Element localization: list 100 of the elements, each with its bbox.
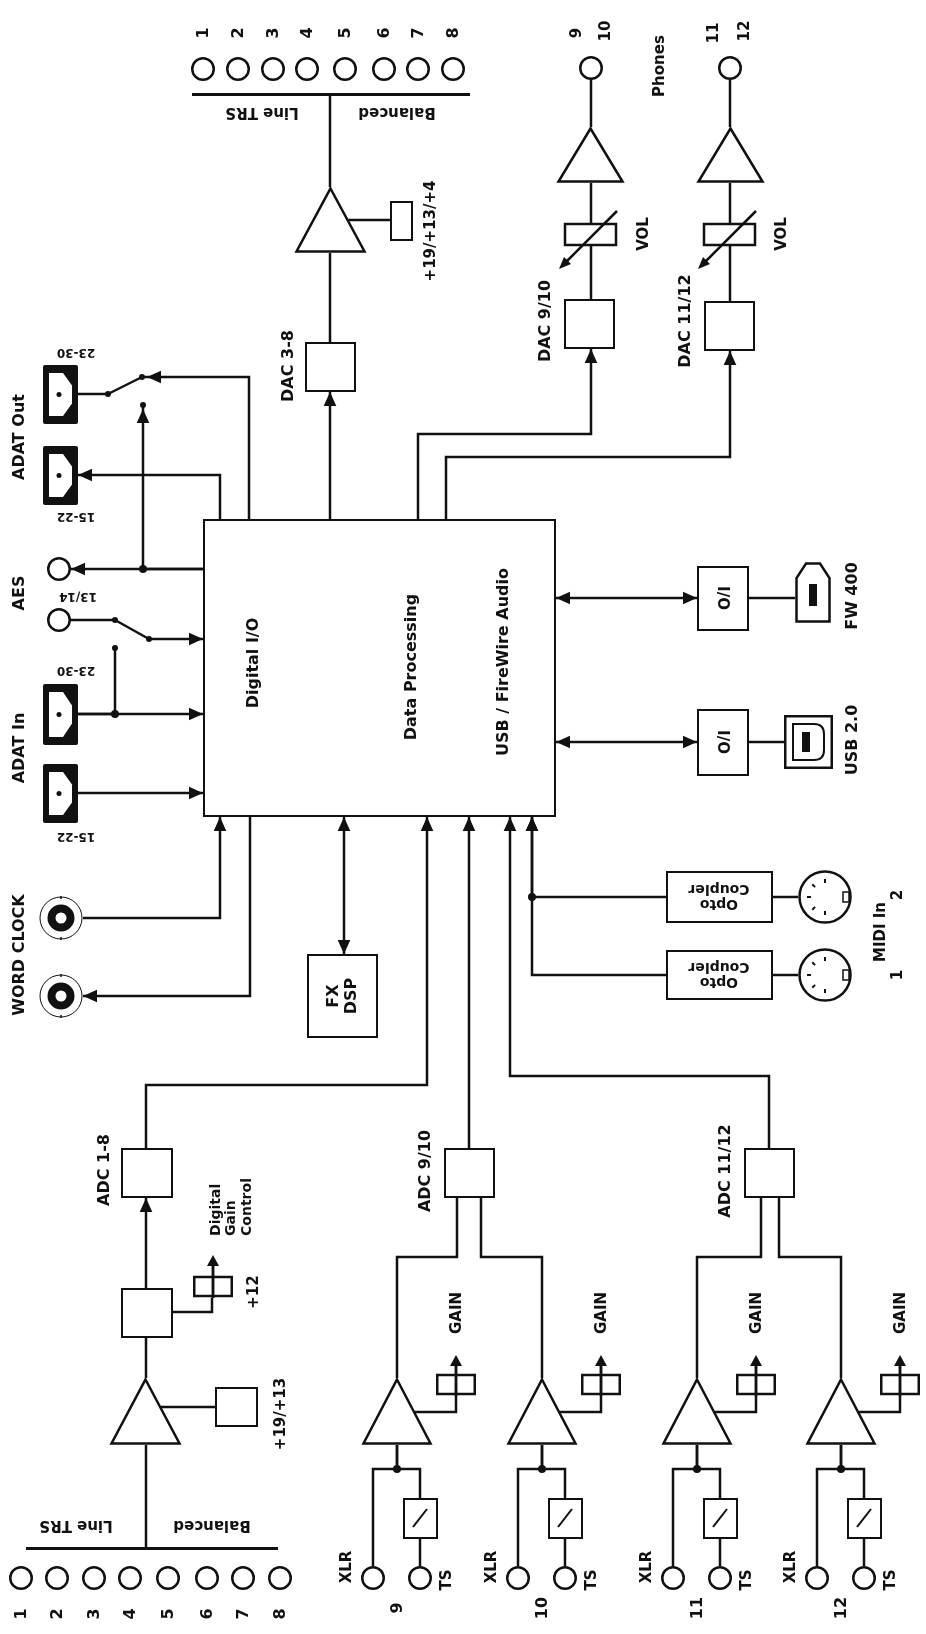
switch-symbol	[111, 615, 154, 653]
interface-box	[697, 566, 749, 631]
signal-arrow	[144, 817, 434, 1148]
channel-number: 9	[388, 1602, 406, 1614]
gain-box	[390, 201, 413, 241]
gain-control-icon	[581, 1355, 621, 1396]
block-label: I/O	[714, 729, 731, 754]
channel-number: 3	[264, 27, 282, 39]
block-label: ADC 9/10	[416, 1129, 434, 1213]
pad-box	[548, 1498, 583, 1539]
channel-range: 23-30	[56, 345, 96, 359]
channel-number: 4	[298, 27, 316, 39]
channel-number: 8	[444, 27, 462, 39]
jack-circle	[226, 57, 250, 81]
connector-label: XLR	[637, 1550, 655, 1584]
block-label: Opto Coupler	[687, 959, 750, 990]
channel-number: 11	[688, 1596, 706, 1620]
amplifier-triangle	[110, 1378, 181, 1445]
signal-line	[718, 1539, 722, 1566]
signal-line	[749, 596, 795, 600]
switch-symbol	[104, 372, 147, 409]
block-label: Opto Coupler	[687, 881, 750, 912]
amplifier-triangle	[507, 1378, 577, 1445]
signal-line	[749, 740, 784, 744]
channel-range: 13/14	[59, 589, 97, 603]
gain-control-icon	[736, 1355, 776, 1396]
gain-value: +12	[244, 1275, 262, 1309]
signal-line	[589, 272, 593, 299]
signal-arrow	[78, 468, 222, 519]
connector-label: ADAT Out	[10, 394, 28, 480]
amplifier-triangle	[697, 127, 764, 183]
optocoupler-box	[666, 871, 773, 923]
jack-circle	[441, 57, 465, 81]
jack-circle	[661, 1566, 685, 1590]
jack-circle	[156, 1566, 180, 1590]
amplifier-triangle	[662, 1378, 732, 1445]
converter-box	[704, 301, 755, 351]
jack-circle	[268, 1566, 292, 1590]
signal-line	[773, 895, 798, 899]
interface-box	[697, 709, 749, 776]
signal-line	[559, 1396, 603, 1414]
jack-circle	[579, 56, 603, 80]
jack-circle	[406, 57, 430, 81]
channel-number: 3	[85, 1608, 103, 1620]
connector-label: TS	[582, 1569, 600, 1591]
connector-label: AES	[10, 575, 28, 611]
control-label: VOL	[772, 217, 790, 251]
port-icon	[795, 562, 831, 623]
connector-label: TS	[737, 1569, 755, 1591]
block-label: ADC 1-8	[95, 1134, 113, 1206]
signal-line	[479, 1198, 544, 1378]
channel-number: 8	[271, 1608, 289, 1620]
signal-line	[395, 1198, 459, 1378]
converter-box	[744, 1148, 795, 1198]
optical-port-icon	[43, 446, 78, 505]
jack-circle	[506, 1566, 530, 1590]
din-connector-icon	[798, 948, 852, 1002]
usb-port-icon	[784, 715, 833, 769]
jack-circle	[805, 1566, 829, 1590]
bus-label: Balanced	[358, 104, 436, 122]
jack-circle	[47, 557, 71, 581]
signal-arrow	[83, 817, 252, 1003]
block-label: USB / FireWire Audio	[493, 567, 512, 756]
bus-label: Balanced	[173, 1517, 251, 1535]
connector-label: TS	[881, 1569, 899, 1591]
jack-circle	[718, 56, 742, 80]
signal-arrow	[139, 1198, 153, 1288]
connector-label: MIDI In	[871, 902, 889, 962]
signal-arrow	[444, 351, 737, 519]
jack-circle	[191, 57, 215, 81]
signal-line	[160, 1405, 215, 1409]
signal-line	[71, 618, 111, 622]
channel-number: 2	[229, 27, 247, 39]
port-label: FW 400	[843, 562, 861, 630]
signal-arrow	[556, 735, 697, 749]
connector-label: XLR	[337, 1550, 355, 1584]
signal-arrow	[556, 591, 697, 605]
channel-number: 7	[234, 1608, 252, 1620]
signal-line	[173, 1298, 214, 1314]
signal-line	[777, 1198, 843, 1378]
jack-circle	[295, 57, 319, 81]
block-label: FX DSP	[323, 977, 360, 1014]
block-label: ADC 11/12	[716, 1124, 734, 1218]
gain-control-icon	[436, 1355, 476, 1396]
signal-line	[695, 1445, 722, 1498]
jack-circle	[82, 1566, 106, 1590]
signal-arrow	[147, 370, 251, 519]
control-label: GAIN	[891, 1291, 909, 1335]
channel-number: 5	[159, 1608, 177, 1620]
block-label: DAC 3-8	[279, 330, 297, 402]
optical-port-icon	[43, 684, 78, 745]
channel-number: 1	[194, 27, 212, 39]
jack-circle	[372, 57, 396, 81]
block-label: Digital I/O	[243, 617, 262, 708]
jack-circle	[333, 57, 357, 81]
signal-arrow	[83, 817, 227, 920]
channel-number: 9	[567, 27, 585, 39]
signal-line	[414, 1396, 458, 1414]
signal-line	[714, 1396, 758, 1414]
amplifier-triangle	[806, 1378, 876, 1445]
